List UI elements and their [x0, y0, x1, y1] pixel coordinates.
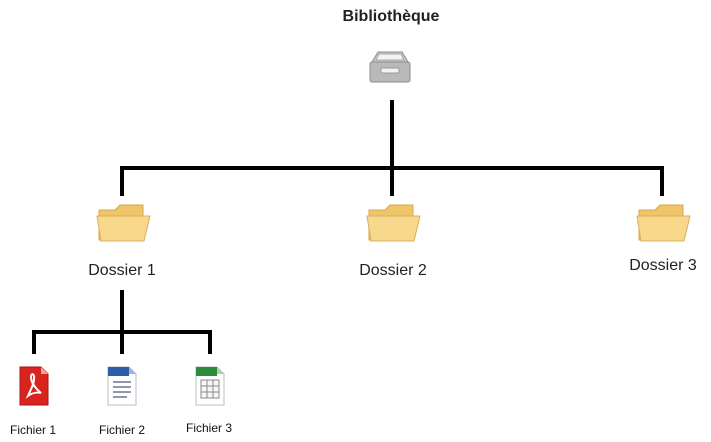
- folder-3-label[interactable]: Dossier 3: [629, 257, 697, 274]
- file-3-label[interactable]: Fichier 3: [185, 421, 232, 435]
- file-1-label[interactable]: Fichier 1: [9, 423, 56, 437]
- file-2-label[interactable]: Fichier 2: [98, 423, 145, 437]
- pdf-file-icon[interactable]: [17, 366, 51, 406]
- library-archive-icon[interactable]: [368, 50, 412, 86]
- document-file-icon[interactable]: [105, 366, 139, 406]
- folder-1-label[interactable]: Dossier 1: [88, 262, 156, 279]
- folder-3-icon[interactable]: [635, 200, 693, 244]
- folder-2-label[interactable]: Dossier 2: [359, 262, 427, 279]
- folder-2-icon[interactable]: [365, 200, 423, 244]
- spreadsheet-file-icon[interactable]: [193, 366, 227, 406]
- root-title: Bibliothèque: [342, 8, 440, 25]
- folder-1-icon[interactable]: [95, 200, 153, 244]
